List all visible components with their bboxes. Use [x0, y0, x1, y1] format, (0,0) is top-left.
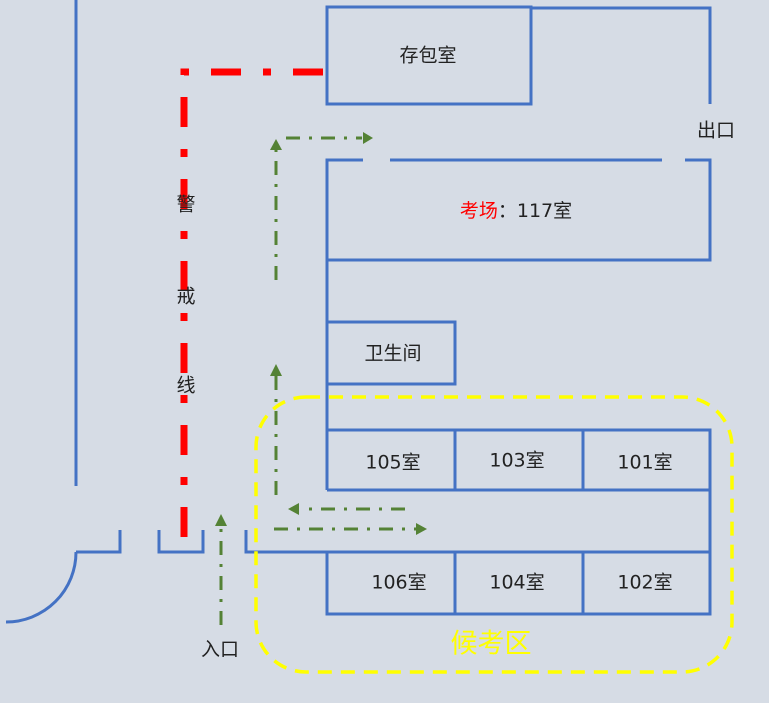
- storage-room: [325, 5, 533, 106]
- entrance-wall-left: [76, 530, 122, 554]
- arrow-left-icon: [288, 503, 299, 515]
- rooms-row-odd: [327, 428, 712, 552]
- exam-room-left-wall: [325, 158, 363, 490]
- waiting-area-boundary: [254, 395, 734, 674]
- cordon-char-3: 线: [176, 375, 195, 397]
- entrance-wall-middle: [157, 530, 205, 554]
- exit-label: 出口: [697, 120, 735, 142]
- restroom: [327, 320, 457, 386]
- room-103-label: 103室: [489, 450, 544, 472]
- storage-room-label: 存包室: [399, 45, 456, 67]
- room-105-label: 105室: [365, 452, 420, 474]
- restroom-label: 卫生间: [364, 343, 421, 365]
- route-to-exam: [274, 136, 362, 280]
- arrow-up-icon: [270, 139, 282, 150]
- entrance-label: 入口: [201, 639, 239, 661]
- cordon-char-1: 警: [176, 194, 195, 216]
- exam-prefix: 考场: [460, 200, 498, 222]
- rooms-row-even: [325, 552, 712, 616]
- labels: 存包室 出口 考场：117室 警 戒 线 卫生间 105室 103室 101室 …: [176, 45, 735, 661]
- route-arrows: [215, 132, 427, 625]
- exam-room-label: 考场：117室: [460, 200, 572, 222]
- cordon-char-2: 戒: [176, 286, 195, 308]
- arrow-up-icon: [215, 514, 227, 526]
- cordon-line: [180, 68, 327, 537]
- door-arc: [5, 551, 78, 624]
- entrance-wall-right: [244, 530, 710, 554]
- waiting-area-label: 候考区: [451, 629, 532, 660]
- room-101-label: 101室: [617, 452, 672, 474]
- arrow-up-icon: [270, 364, 282, 376]
- arrow-right-icon: [363, 132, 373, 144]
- exam-room-number: 117室: [517, 200, 572, 222]
- top-right-wall: [531, 6, 712, 104]
- arrow-right-icon: [416, 523, 427, 535]
- exam-colon: ：: [498, 200, 517, 222]
- room-102-label: 102室: [617, 572, 672, 594]
- exam-room-right-wall: [327, 158, 712, 262]
- walls: [5, 0, 712, 624]
- room-104-label: 104室: [489, 572, 544, 594]
- room-106-label: 106室: [371, 572, 426, 594]
